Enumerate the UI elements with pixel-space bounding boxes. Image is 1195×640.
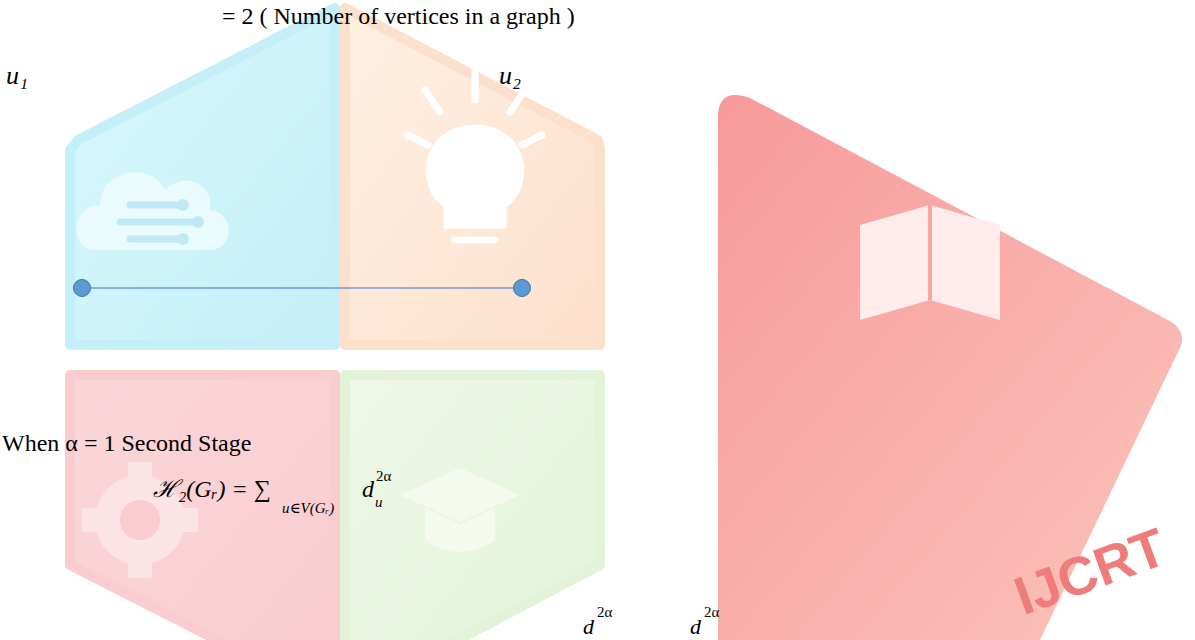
watermark-text: IJCRT bbox=[1006, 515, 1174, 627]
cloud-icon bbox=[77, 172, 229, 250]
math-text: 2α bbox=[704, 604, 719, 621]
math-text: d bbox=[583, 614, 594, 639]
orange-panel bbox=[345, 8, 600, 345]
math-text: ℋ₂(Gᵣ) = ∑ bbox=[153, 476, 271, 504]
math-text: d bbox=[690, 614, 701, 639]
graph-vertex: u₁ bbox=[73, 279, 91, 297]
graduation-cap-icon bbox=[400, 468, 520, 552]
graph-vertex: u₂ bbox=[513, 279, 531, 297]
green-panel bbox=[345, 375, 600, 640]
math-text: d bbox=[362, 476, 374, 504]
math-text: 2α bbox=[376, 468, 391, 485]
math-text: u bbox=[375, 494, 383, 511]
book-icon bbox=[860, 205, 1000, 320]
math-text: u∈V(Gᵣ) bbox=[282, 500, 334, 517]
math-text: = 2 ( Number of vertices in a graph ) bbox=[222, 3, 575, 31]
math-text: 2α bbox=[597, 604, 612, 621]
play-triangle bbox=[718, 95, 1182, 640]
vertex-label: u₂ bbox=[499, 61, 521, 91]
vertex-label: u₁ bbox=[6, 61, 28, 91]
bulb-icon bbox=[408, 70, 542, 240]
cyan-panel bbox=[70, 8, 335, 345]
pink-panel bbox=[70, 375, 335, 640]
math-text: When α = 1 Second Stage bbox=[2, 430, 251, 458]
graph-edge bbox=[91, 287, 513, 288]
